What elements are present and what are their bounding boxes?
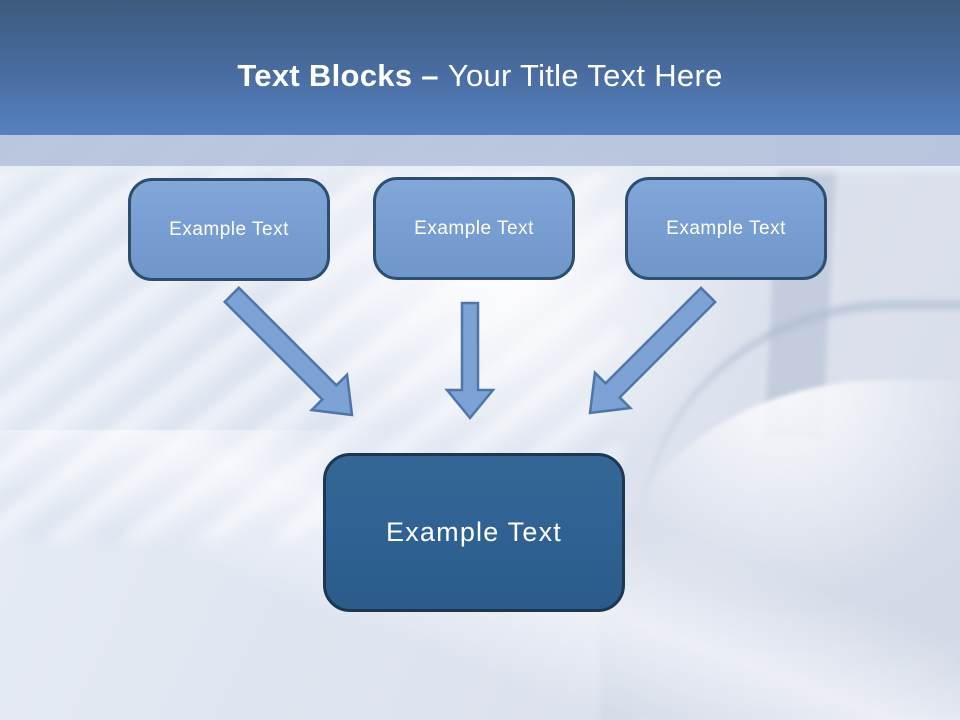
text-block-2: Example Text — [373, 177, 575, 280]
text-block-1-label: Example Text — [169, 218, 289, 240]
text-block-2-label: Example Text — [414, 217, 534, 239]
text-block-center-label: Example Text — [386, 517, 562, 547]
arrow-down-right-icon — [222, 285, 354, 417]
text-block-3-label: Example Text — [666, 217, 786, 239]
arrow-down-icon — [444, 301, 496, 420]
text-block-3: Example Text — [625, 177, 827, 280]
text-block-1: Example Text — [128, 178, 330, 281]
text-block-center: Example Text — [323, 453, 625, 612]
arrow-down-left-icon — [588, 286, 717, 415]
